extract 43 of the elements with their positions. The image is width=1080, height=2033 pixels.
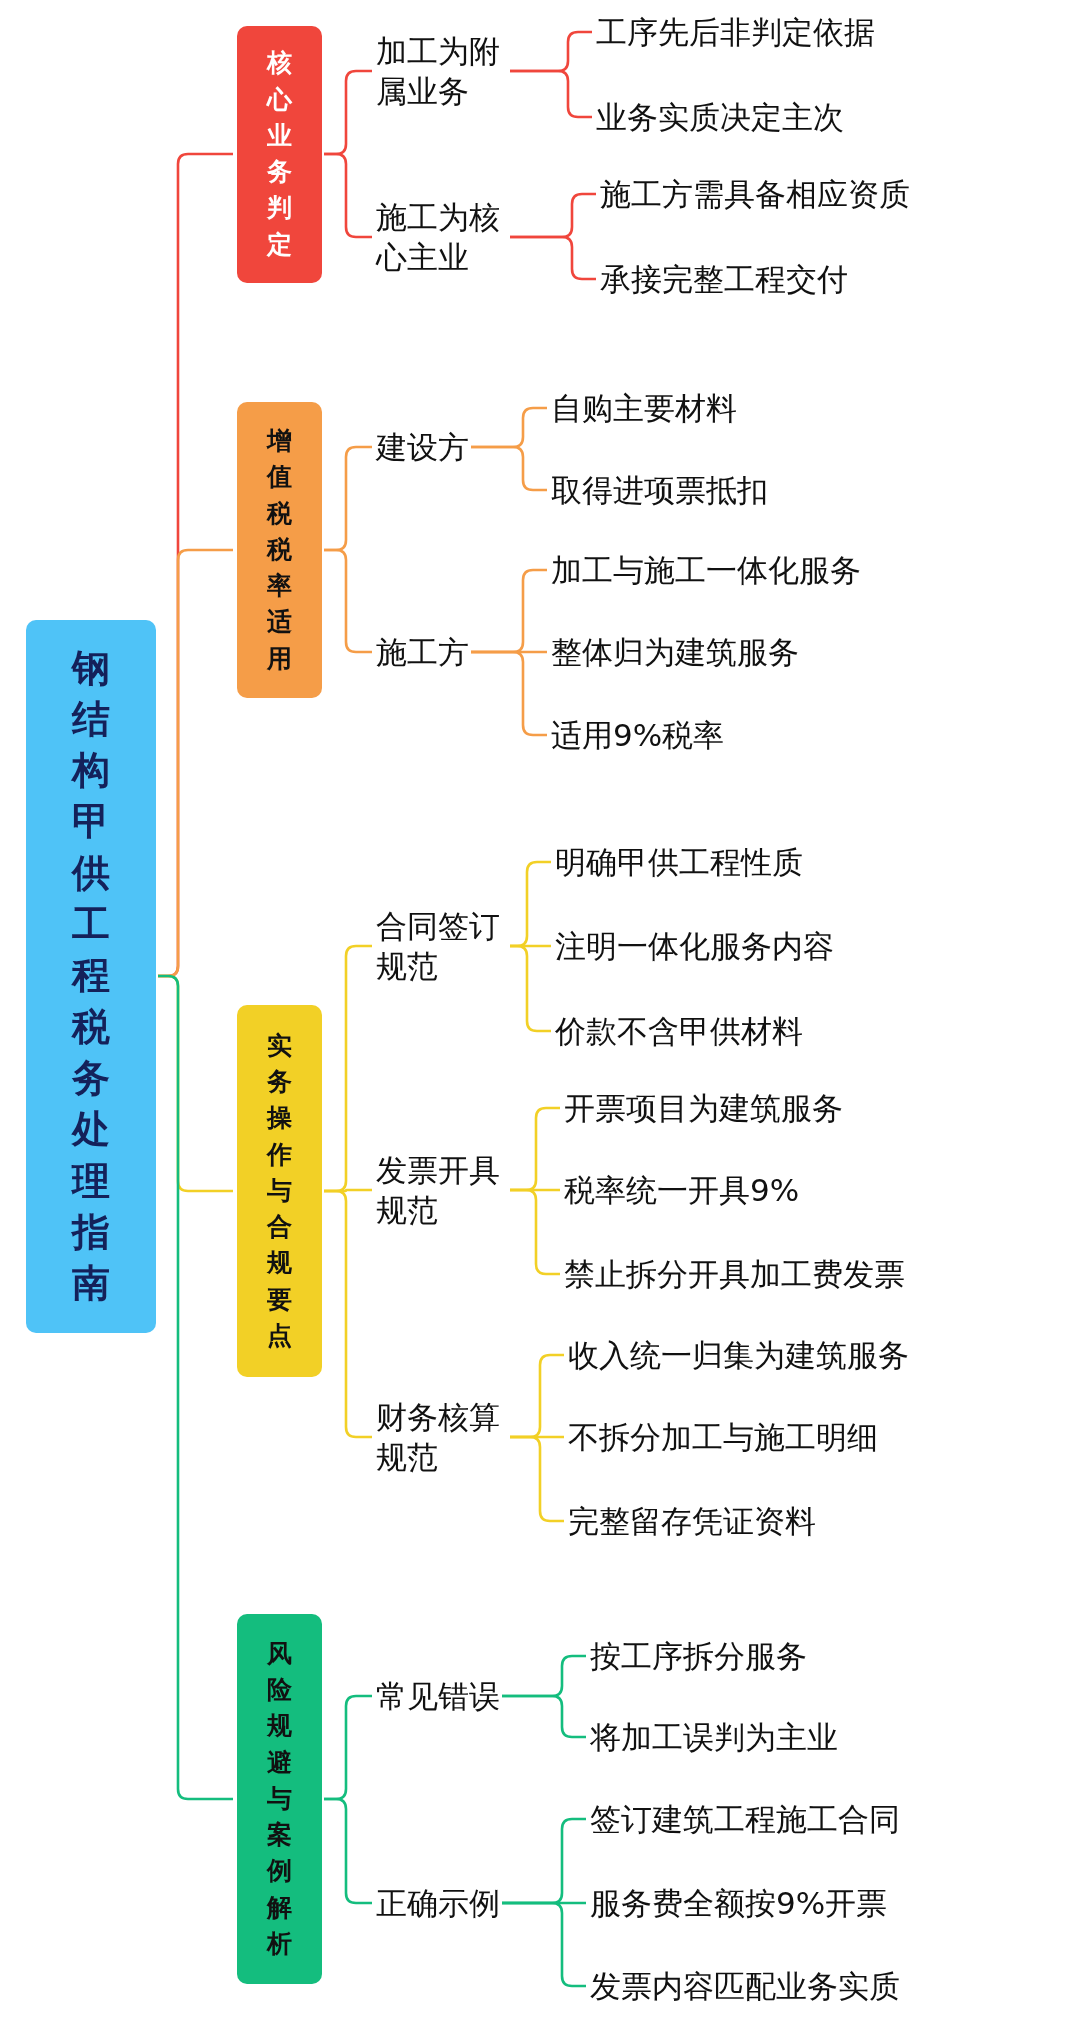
category-label: 实务操作与合规要点: [267, 1029, 292, 1352]
leaf-topic-text: 不拆分加工与施工明细: [568, 1417, 878, 1457]
leaf-topic-text: 整体归为建筑服务: [551, 632, 799, 672]
leaf-topic-text: 发票内容匹配业务实质: [590, 1966, 900, 2006]
category-box: [237, 1005, 322, 1377]
category-label: 增值税税率适用: [267, 425, 292, 675]
subtopic-text: 合同签订规范: [376, 906, 501, 986]
root-topic-box: [26, 619, 156, 1333]
leaf-topic-text: 完整留存凭证资料: [568, 1501, 816, 1541]
leaf-topic-text: 加工与施工一体化服务: [551, 550, 861, 590]
subtopic-text: 建设方: [376, 427, 469, 467]
leaf-topic-text: 工序先后非判定依据: [596, 12, 875, 52]
leaf-topic-text: 服务费全额按9%开票: [590, 1883, 888, 1923]
subtopic-text: 施工方: [376, 632, 469, 672]
leaf-topic-text: 业务实质决定主次: [596, 97, 844, 137]
root-topic-text: 钢结构甲供工程税务处理指南: [72, 644, 110, 1308]
leaf-topic-text: 注明一体化服务内容: [555, 926, 834, 966]
subtopic-text: 发票开具规范: [376, 1150, 501, 1230]
category-label: 核心业务判定: [267, 47, 292, 261]
subtopic-text: 施工为核心主业: [376, 197, 501, 277]
leaf-topic-text: 自购主要材料: [551, 388, 737, 428]
leaf-topic-text: 将加工误判为主业: [590, 1717, 838, 1757]
leaf-topic-text: 禁止拆分开具加工费发票: [564, 1254, 905, 1294]
connector-line: [158, 974, 233, 1801]
subtopic-text: 正确示例: [376, 1883, 500, 1923]
leaf-topic-text: 开票项目为建筑服务: [564, 1088, 843, 1128]
category-label: 风险规避与案例解析: [267, 1637, 292, 1960]
leaf-topic-text: 施工方需具备相应资质: [600, 174, 910, 214]
leaf-topic-text: 取得进项票抵扣: [551, 470, 768, 510]
subtopic-text: 加工为附属业务: [376, 31, 501, 111]
leaf-topic-text: 税率统一开具9%: [564, 1170, 800, 1210]
leaf-topic-text: 适用9%税率: [551, 715, 725, 755]
leaf-topic-text: 收入统一归集为建筑服务: [568, 1335, 909, 1375]
leaf-topic-text: 价款不含甲供材料: [555, 1011, 803, 1051]
subtopic-text: 财务核算规范: [376, 1397, 501, 1477]
leaf-topic-text: 签订建筑工程施工合同: [590, 1799, 900, 1839]
leaf-topic-text: 明确甲供工程性质: [555, 842, 803, 882]
subtopic-text: 常见错误: [376, 1676, 500, 1716]
leaf-topic-text: 承接完整工程交付: [600, 259, 848, 299]
category-box: [237, 402, 322, 698]
category-box: [237, 1614, 322, 1984]
leaf-topic-text: 按工序拆分服务: [590, 1636, 807, 1676]
category-box: [237, 25, 322, 283]
